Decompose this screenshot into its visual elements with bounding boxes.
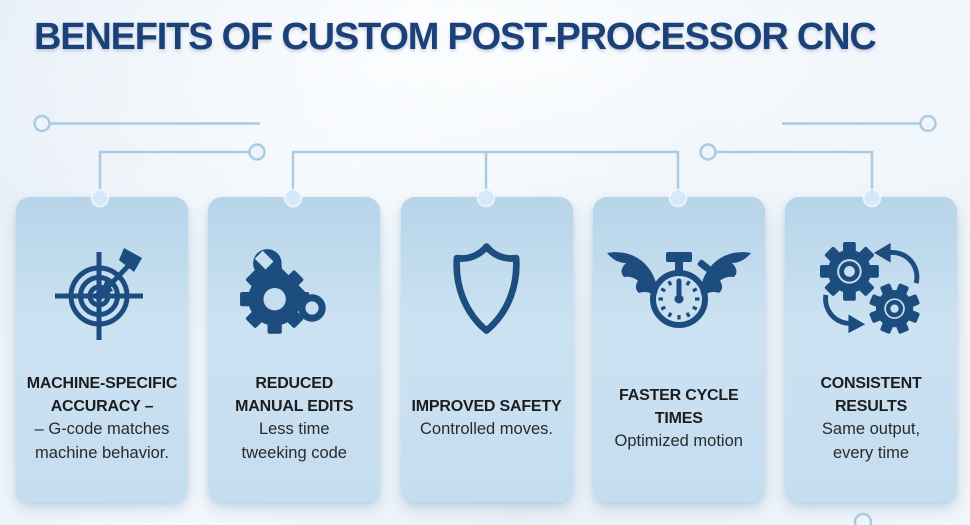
- card-body: Optimized motion: [614, 431, 743, 450]
- winged-stopwatch-icon: [593, 197, 765, 357]
- card-title: FASTER CYCLE TIMES: [619, 386, 739, 427]
- card-title: IMPROVED SAFETY: [411, 398, 562, 416]
- decor-node-left: [33, 114, 51, 133]
- decor-node-right: [919, 114, 937, 133]
- card-title: CONSISTENT RESULTS: [820, 374, 922, 416]
- branch-node-1: [248, 143, 266, 161]
- card-machine-specific-accuracy: MACHINE-SPECIFIC ACCURACY – – G-code mat…: [16, 197, 188, 502]
- card-improved-safety: IMPROVED SAFETY Controlled moves.: [400, 197, 573, 502]
- branch-cards-2-4: [291, 150, 680, 196]
- card-body: Less time tweeking code: [241, 420, 348, 462]
- card-consistent-results: CONSISTENT RESULTS Same output, every ti…: [785, 197, 957, 502]
- card-title: REDUCED MANUAL EDITS: [235, 374, 354, 416]
- target-arrow-icon: [16, 197, 188, 357]
- card-faster-cycle-times: FASTER CYCLE TIMES Optimized motion: [592, 197, 765, 502]
- card-reduced-manual-edits: REDUCED MANUAL EDITS Less time tweeking …: [208, 197, 381, 502]
- page-title: BENEFITS OF CUSTOM POST-PROCESSOR CNC: [34, 16, 877, 58]
- gears-sync-icon: [785, 197, 957, 357]
- branch-card5: [715, 150, 874, 196]
- shield-icon: [401, 197, 573, 357]
- branch-node-5: [699, 143, 717, 161]
- card-title: MACHINE-SPECIFIC ACCURACY –: [26, 374, 178, 416]
- card-body: Controlled moves.: [420, 420, 553, 439]
- branch-card1: [98, 150, 250, 196]
- benefit-cards: MACHINE-SPECIFIC ACCURACY – – G-code mat…: [16, 197, 957, 502]
- decor-node-bottom: [853, 512, 873, 525]
- gear-wrench-icon: [208, 197, 380, 357]
- card-body: Same output, every time: [821, 420, 921, 462]
- card-body: – G-code matches machine behavior.: [34, 420, 170, 462]
